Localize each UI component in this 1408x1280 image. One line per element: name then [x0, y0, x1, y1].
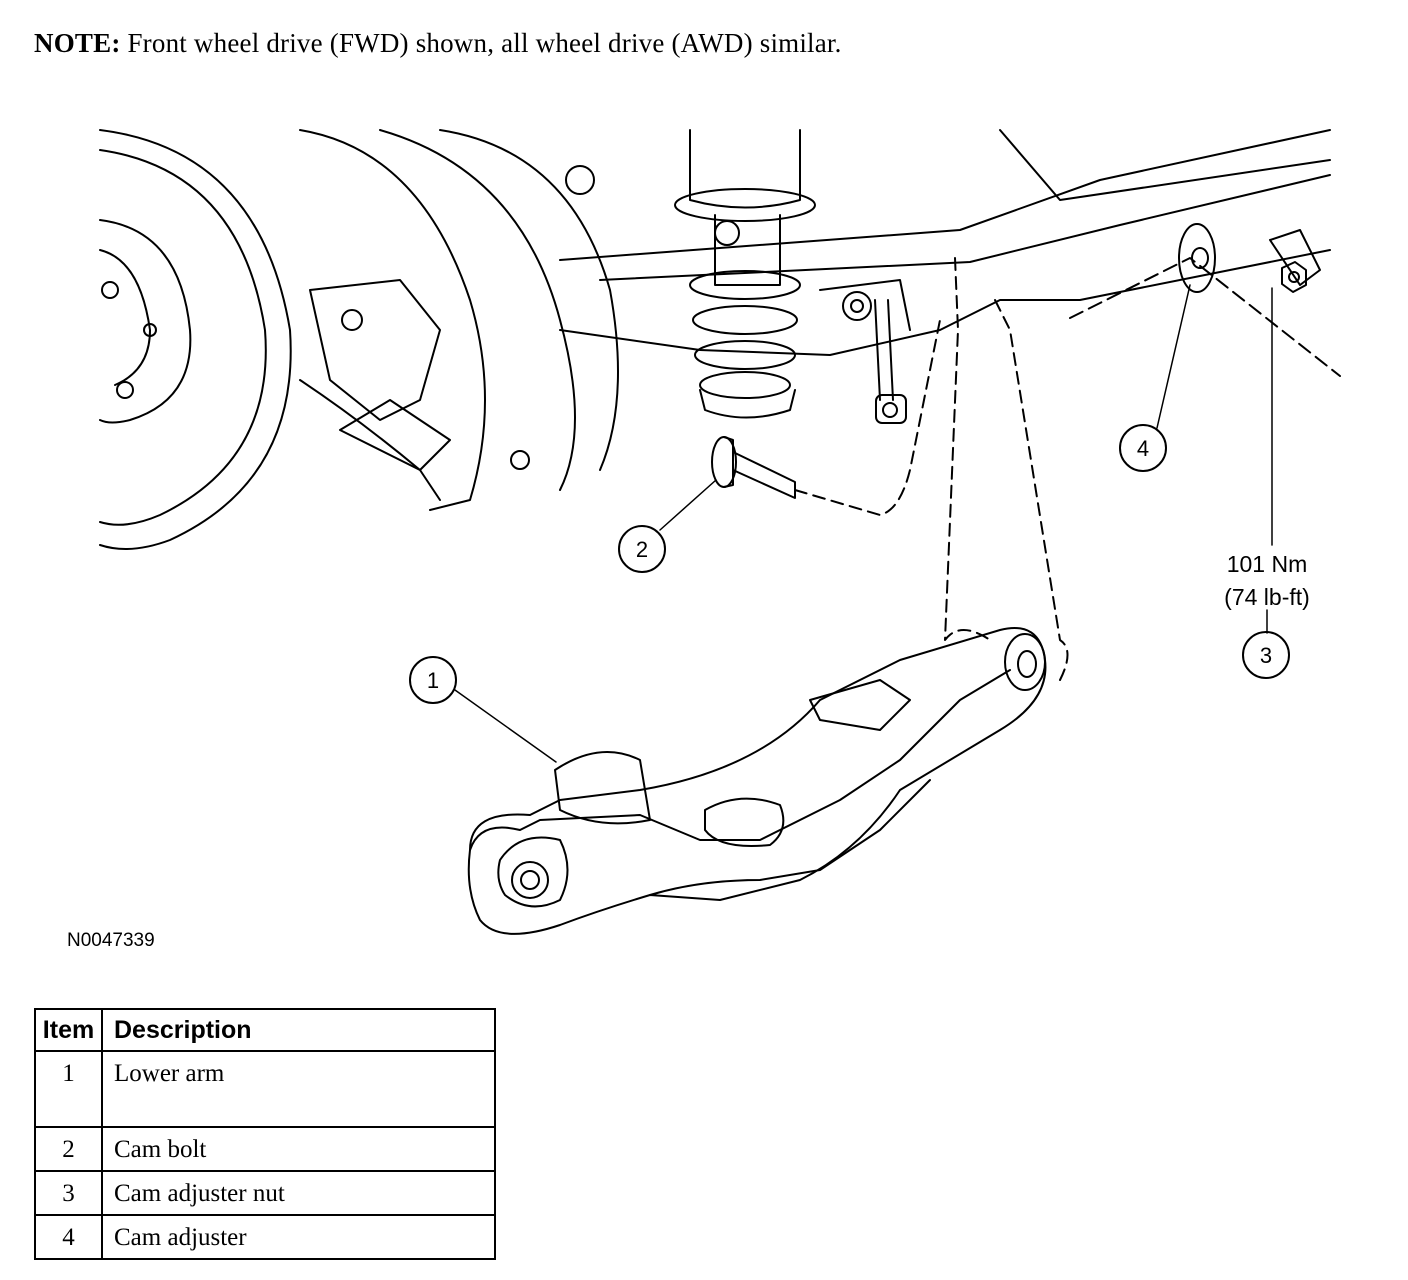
callout-2-circle	[618, 525, 666, 573]
note-label: NOTE:	[34, 28, 121, 58]
torque-nm: 101 Nm	[1226, 551, 1308, 577]
table-row: 2 Cam bolt	[34, 1126, 496, 1172]
note-body: Front wheel drive (FWD) shown, all wheel…	[120, 28, 842, 58]
header-description: Description	[101, 1008, 496, 1052]
exploded-view-drawing: 1 2 3 4	[99, 129, 1341, 935]
callout-4: 4	[1137, 436, 1149, 461]
callout-2: 2	[636, 537, 648, 562]
knuckle-and-liner	[299, 129, 619, 511]
header-item: Item	[34, 1008, 103, 1052]
callout-circles	[409, 424, 1290, 704]
row-item: 1	[34, 1050, 103, 1128]
figure-id: N0047339	[67, 930, 155, 951]
spring-and-shock	[674, 129, 816, 419]
leader-lines	[454, 284, 1273, 763]
row-item: 4	[34, 1214, 103, 1260]
table-row: 1 Lower arm	[34, 1050, 496, 1128]
callout-4-circle	[1119, 424, 1167, 472]
row-item: 2	[34, 1126, 103, 1172]
table-row: 3 Cam adjuster nut	[34, 1170, 496, 1216]
table-row: 4 Cam adjuster	[34, 1214, 496, 1260]
row-description: Cam adjuster nut	[101, 1170, 496, 1216]
subframe	[559, 129, 1331, 424]
callout-3: 3	[1260, 643, 1272, 668]
cam-bolt	[711, 319, 941, 516]
row-description: Cam adjuster	[101, 1214, 496, 1260]
item-description-table: Item Description 1 Lower arm 2 Cam bolt …	[34, 1008, 496, 1260]
torque-lbft: (74 lb-ft)	[1224, 584, 1310, 610]
callout-numbers: 1 2 3 4	[427, 436, 1272, 693]
cam-adjuster-nut	[1281, 261, 1307, 293]
note-text: NOTE: Front wheel drive (FWD) shown, all…	[34, 28, 842, 59]
row-description: Cam bolt	[101, 1126, 496, 1172]
callout-1: 1	[427, 668, 439, 693]
callout-1-circle	[409, 656, 457, 704]
lower-arm	[467, 257, 1069, 935]
callout-3-circle	[1242, 631, 1290, 679]
row-description: Lower arm	[101, 1050, 496, 1128]
brake-rotor	[99, 129, 292, 550]
cam-adjuster	[1069, 223, 1341, 377]
row-item: 3	[34, 1170, 103, 1216]
suspension-illustration: 1 2 3 4 101 Nm (74 lb-ft) N0047339	[67, 129, 1341, 951]
table-header-row: Item Description	[34, 1008, 496, 1052]
